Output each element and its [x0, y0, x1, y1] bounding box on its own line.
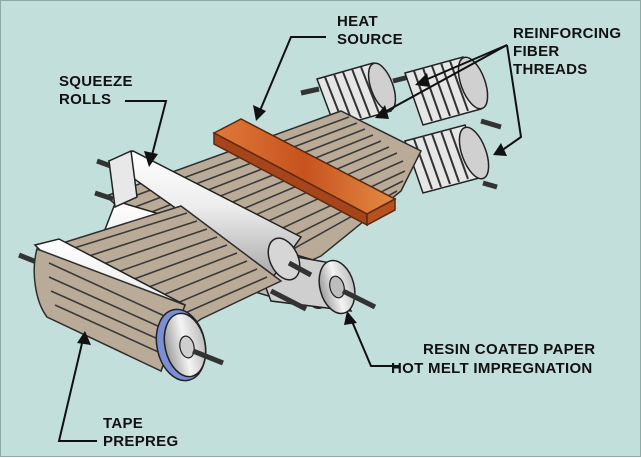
squeeze-roll-lower [94, 190, 114, 202]
arrow-heads [77, 73, 507, 345]
resin-coated-paper-label: RESIN COATED PAPER [423, 341, 596, 358]
leader-arrows [57, 36, 523, 442]
fiber-spool-left [300, 62, 397, 128]
hot-melt-impregnation-label: HOT MELT IMPREGNATION [391, 360, 593, 377]
fiber-spool-lower-right [404, 124, 498, 194]
heat-source-plate [212, 118, 397, 227]
tape-prepreg-spool [18, 238, 224, 382]
fiber-spool-upper-right [392, 56, 502, 130]
